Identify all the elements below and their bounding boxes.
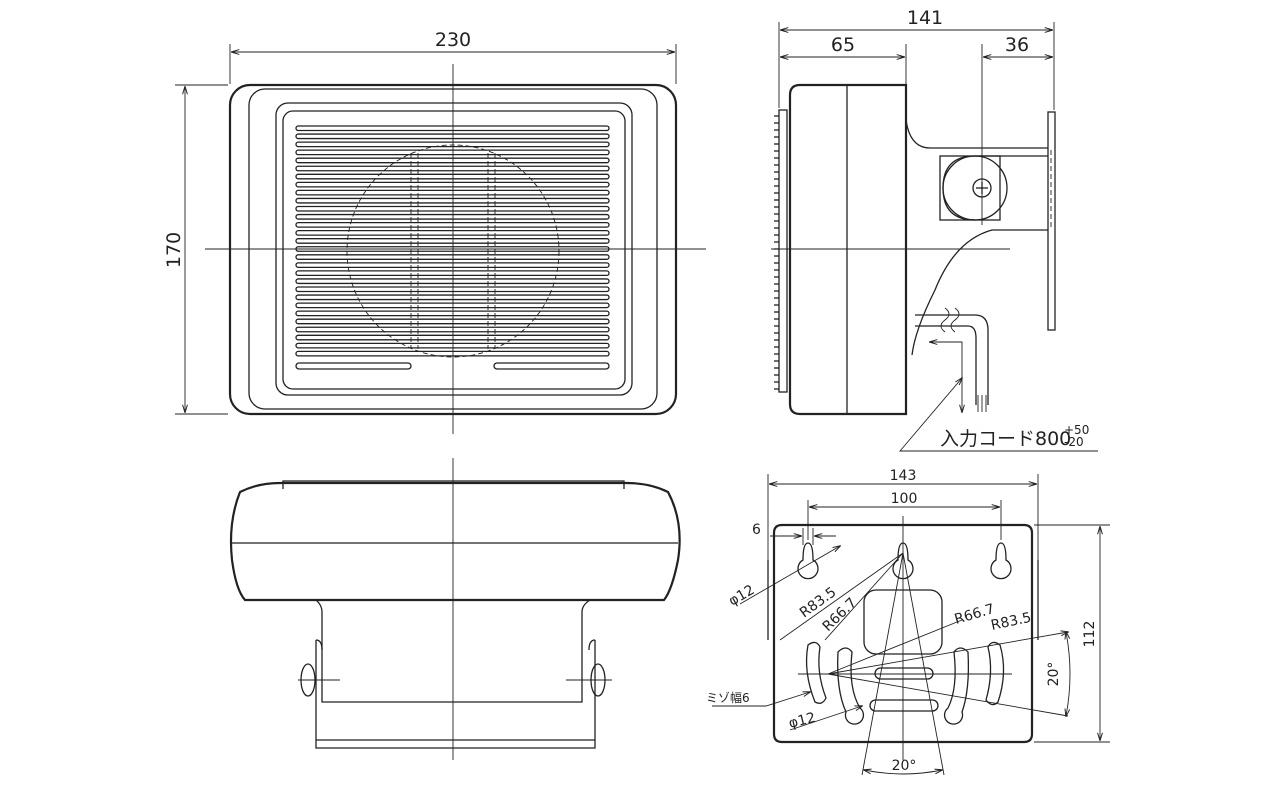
hole-diameter-bottom-label: φ12 [787, 710, 817, 732]
grille-slot [295, 221, 610, 228]
grille-slot [295, 213, 610, 220]
grille-slot [295, 141, 610, 148]
grille-slot [295, 270, 610, 277]
grille-slot [295, 125, 610, 132]
keyhole-left [797, 542, 819, 580]
grille-slot [295, 149, 610, 156]
bracket-height-label: 112 [1082, 621, 1098, 648]
bottom-angle-label: 20° [892, 758, 917, 774]
bracket-width-label: 143 [890, 468, 917, 484]
slot-width-note-label: ミゾ幅6 [706, 690, 750, 705]
grille-slot [295, 254, 610, 260]
grille-slot [295, 278, 610, 285]
cord-tolerance-minus: -20 [1064, 435, 1084, 449]
grille-slot [295, 229, 610, 236]
bracket-view: 143 100 6 112 20° 20° φ12 R83.5 R66.7 R6… [706, 468, 1110, 776]
front-width-label: 230 [435, 29, 471, 51]
hole-diameter-top-label: φ12 [726, 582, 757, 609]
side-bracket-offset-label: 36 [1005, 34, 1029, 56]
grille-slot [295, 302, 610, 309]
front-width-dimension: 230 [229, 29, 677, 84]
grille-slot [295, 181, 610, 188]
grille-slot [295, 189, 610, 196]
grille-slot [295, 294, 610, 301]
grille-slot [295, 310, 610, 317]
front-height-label: 170 [163, 232, 185, 268]
grille-slot [295, 334, 610, 341]
grille-slot [295, 197, 610, 204]
grille-slot [295, 173, 610, 180]
grille-slot [295, 262, 610, 269]
grille-slot [295, 318, 610, 325]
grille-slot [295, 342, 610, 349]
grille-slot [295, 165, 610, 172]
grille-slot [295, 157, 610, 164]
top-view [229, 458, 681, 760]
grille-slot [295, 286, 610, 293]
grille-slot [295, 238, 610, 244]
side-body-depth-label: 65 [831, 34, 855, 56]
cord-length-label: 入力コード800 [940, 428, 1071, 450]
grille-slots [295, 125, 610, 357]
bracket-pitch-label: 100 [891, 491, 918, 507]
grille-slot [295, 350, 610, 357]
keyhole-right [990, 542, 1012, 580]
grille-slot [295, 133, 610, 140]
side-view: 141 65 36 入力コード800 +50 -20 [771, 7, 1098, 452]
radius-large-right-label: R83.5 [990, 610, 1033, 634]
grille-slot [295, 326, 610, 333]
keyhole-center [892, 542, 914, 580]
rear-fins [774, 115, 779, 390]
slot-width-label: 6 [752, 522, 761, 538]
grille-slot [295, 205, 610, 212]
right-angle-label: 20° [1046, 662, 1062, 687]
cord-tolerance-plus: +50 [1064, 423, 1089, 437]
side-depth-label: 141 [907, 7, 943, 29]
front-height-dimension: 170 [163, 84, 228, 415]
front-view: 230 170 [163, 29, 706, 434]
